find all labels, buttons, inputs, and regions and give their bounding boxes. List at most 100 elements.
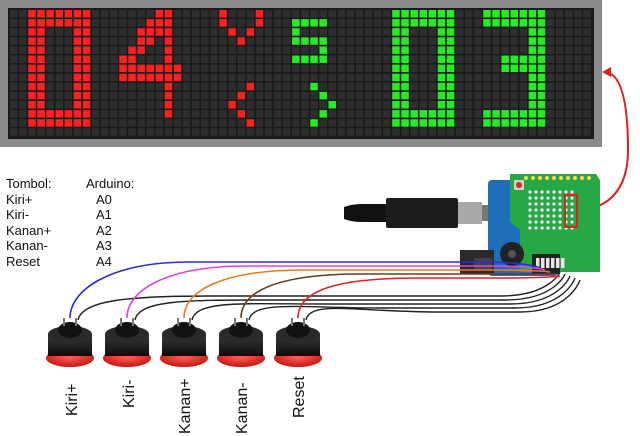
led-dot-on — [401, 119, 409, 127]
led-dot-off — [155, 91, 164, 100]
led-dot-on — [528, 46, 537, 54]
led-dot-off — [182, 19, 191, 27]
led-dot-on — [82, 91, 91, 100]
led-dot-off — [192, 119, 200, 127]
led-dot-off — [301, 91, 309, 100]
proto-hole — [570, 196, 574, 200]
led-dot-off — [228, 73, 236, 82]
led-dot-off — [246, 91, 255, 100]
led-dot-off — [383, 28, 391, 36]
led-dot-off — [428, 128, 437, 136]
arrow-head-icon — [602, 67, 611, 77]
led-dot-on — [392, 37, 400, 45]
led-dot-off — [201, 128, 209, 136]
led-dot-off — [292, 91, 300, 100]
led-dot-off — [319, 73, 327, 82]
proto-hole — [534, 220, 538, 224]
proto-hole — [534, 190, 538, 194]
led-dot-on — [164, 64, 173, 73]
led-dot-off — [455, 128, 464, 136]
led-dot-off — [428, 37, 437, 45]
led-dot-on — [537, 19, 546, 27]
led-dot-on — [164, 28, 173, 36]
signal-wire — [126, 265, 546, 319]
led-dot-on — [537, 73, 546, 82]
led-dot-off — [91, 55, 100, 63]
led-dot-on — [55, 119, 63, 127]
led-dot-on — [73, 82, 82, 91]
led-dot-on — [392, 46, 400, 54]
led-dot-off — [410, 91, 418, 100]
led-dot-off — [510, 101, 518, 109]
pin-map-pin: A4 — [96, 253, 112, 269]
led-dot-off — [428, 28, 437, 36]
ground-wire — [77, 271, 561, 321]
led-dot-off — [455, 82, 464, 91]
led-dot-off — [101, 91, 109, 100]
led-dot-off — [255, 64, 264, 73]
led-dot-off — [292, 10, 300, 18]
led-dot-off — [228, 91, 236, 100]
led-dot-off — [455, 91, 464, 100]
led-dot-off — [273, 91, 282, 100]
led-dot-on — [155, 64, 164, 73]
led-dot-on — [428, 19, 437, 27]
led-dot-on — [28, 82, 36, 91]
led-dot-off — [37, 128, 45, 136]
led-dot-off — [228, 37, 236, 45]
led-dot-off — [374, 46, 382, 54]
led-dot-off — [19, 19, 27, 27]
led-dot-off — [228, 10, 236, 18]
led-dot-off — [337, 91, 346, 100]
push-button-icon — [103, 318, 151, 367]
led-dot-off — [128, 119, 136, 127]
led-dot-on — [28, 101, 36, 109]
ground-wire — [305, 279, 581, 321]
ground-wire — [248, 277, 576, 321]
led-dot-off — [283, 46, 291, 54]
led-dot-off — [210, 101, 218, 109]
led-dot-on — [82, 64, 91, 73]
led-dot-off — [219, 73, 227, 82]
led-dot-on — [37, 73, 45, 82]
led-dot-on — [73, 110, 82, 118]
led-dot-on — [392, 55, 400, 63]
proto-hole — [528, 226, 532, 230]
led-dot-on — [155, 73, 164, 82]
led-dot-on — [519, 64, 528, 73]
led-dot-off — [210, 91, 218, 100]
led-dot-off — [237, 73, 245, 82]
led-dot-on — [510, 55, 518, 63]
led-dot-off — [483, 73, 491, 82]
led-dot-off — [237, 10, 245, 18]
led-dot-off — [355, 46, 364, 54]
led-dot-off — [328, 82, 336, 91]
led-dot-off — [565, 91, 573, 100]
led-dot-off — [364, 119, 373, 127]
led-dot-off — [537, 128, 546, 136]
led-dot-off — [301, 73, 309, 82]
led-dot-off — [364, 10, 373, 18]
led-dot-off — [237, 82, 245, 91]
led-dot-off — [364, 73, 373, 82]
led-dot-off — [455, 64, 464, 73]
led-dot-off — [465, 82, 473, 91]
led-dot-off — [192, 128, 200, 136]
led-dot-off — [19, 119, 27, 127]
led-dot-off — [128, 128, 136, 136]
led-dot-off — [182, 82, 191, 91]
led-dot-on — [437, 91, 446, 100]
led-dot-off — [419, 128, 427, 136]
proto-hole — [540, 190, 544, 194]
proto-hole — [540, 208, 544, 212]
led-dot-on — [28, 64, 36, 73]
led-dot-on — [437, 10, 446, 18]
led-dot-on — [28, 55, 36, 63]
led-dot-off — [201, 10, 209, 18]
led-dot-off — [173, 128, 182, 136]
led-dot-off — [492, 64, 500, 73]
led-dot-off — [273, 128, 282, 136]
led-dot-on — [510, 110, 518, 118]
led-dot-off — [410, 55, 418, 63]
led-dot-off — [355, 119, 364, 127]
